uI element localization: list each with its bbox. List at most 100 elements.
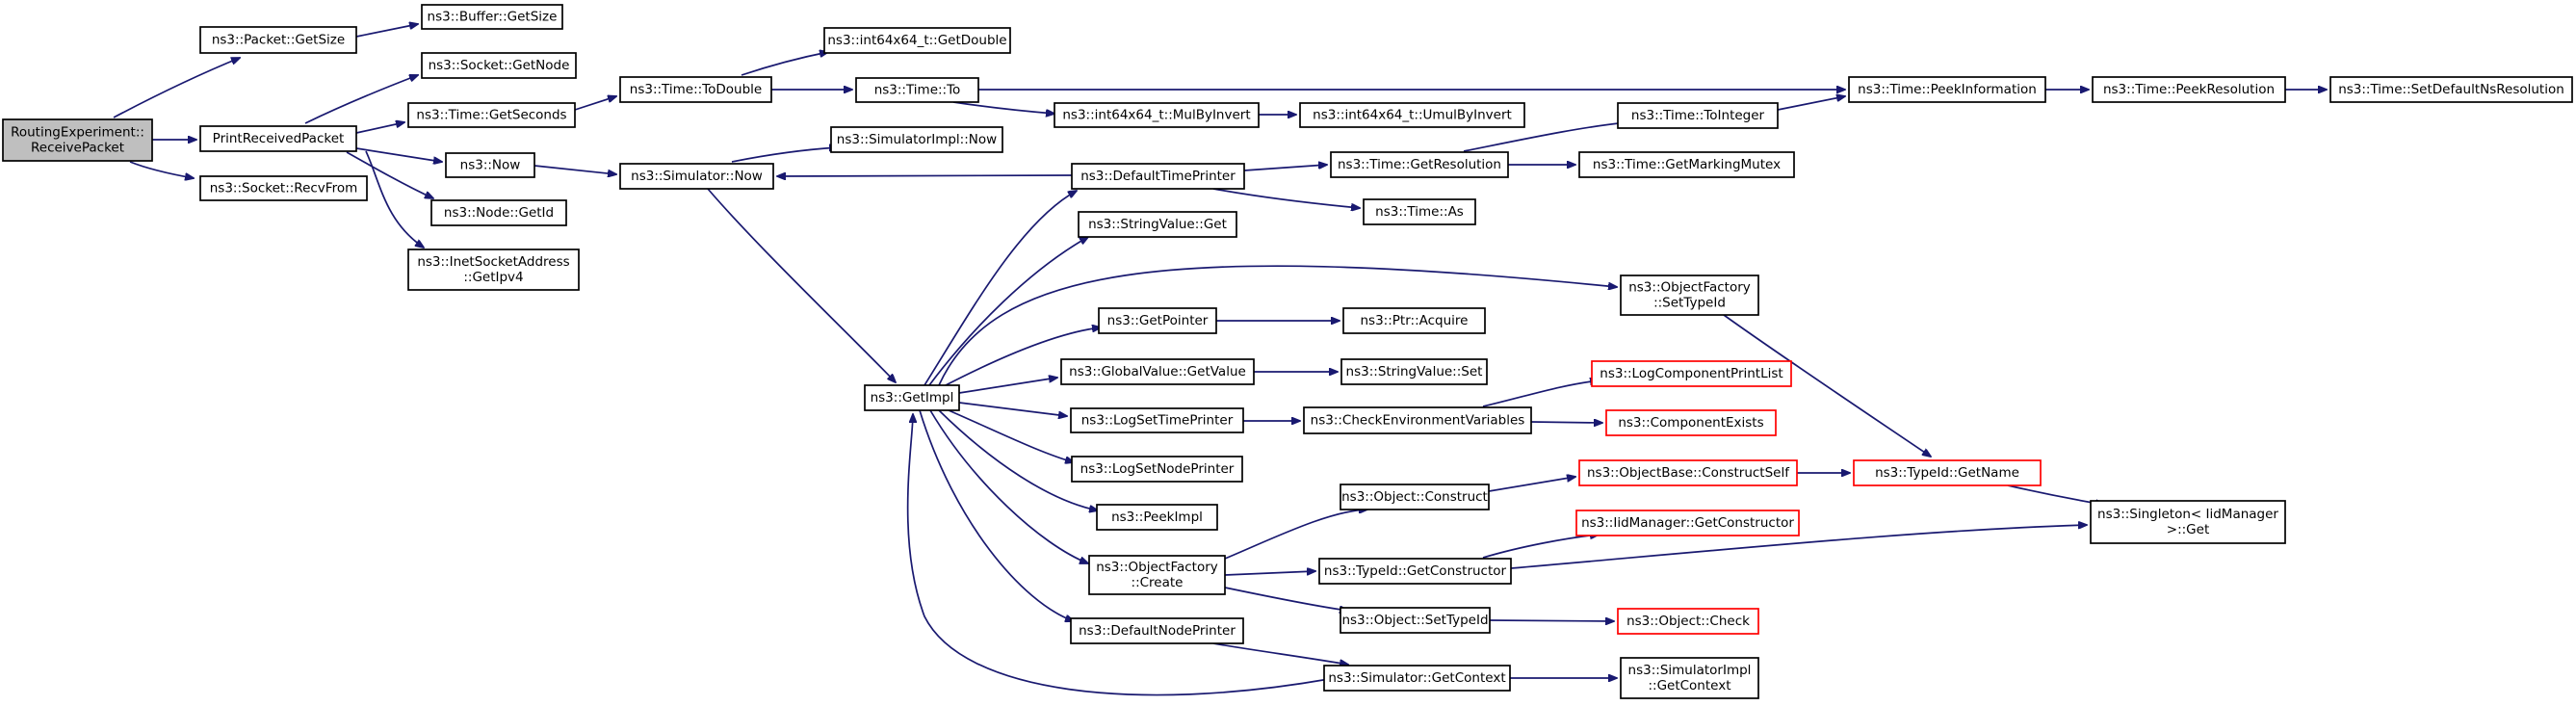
- node-label: ns3::SimulatorImpl: [1628, 663, 1752, 678]
- edge-object_construct-to-objectbase_constructself: [1488, 477, 1575, 492]
- node-label: ns3::Time::GetSeconds: [416, 108, 566, 123]
- node-peekresolution[interactable]: ns3::Time::PeekResolution: [2092, 76, 2286, 103]
- node-umulbyinvert[interactable]: ns3::int64x64_t::UmulByInvert: [1299, 102, 1525, 128]
- edge-line: [574, 96, 616, 111]
- edge-getimpl-to-globalvalue_getvalue: [958, 378, 1057, 394]
- nodes: RoutingExperiment::ReceivePacket ns3::Pac…: [2, 4, 2573, 699]
- node-ptr-acquire[interactable]: ns3::Ptr::Acquire: [1342, 307, 1486, 334]
- edge-typeid_getname-to-singleton_get: [2007, 484, 2104, 505]
- node-simimpl-getcontext[interactable]: ns3::SimulatorImpl::GetContext: [1620, 657, 1759, 699]
- node-setdefaultnsres[interactable]: ns3::Time::SetDefaultNsResolution: [2329, 76, 2573, 103]
- edge-line: [906, 414, 1330, 696]
- node-box: [2, 118, 153, 162]
- edge-getimpl-to-stringvalue_get: [928, 237, 1088, 386]
- node-object-construct[interactable]: ns3::Object::Construct: [1340, 484, 1490, 510]
- node-getpointer[interactable]: ns3::GetPointer: [1098, 307, 1217, 334]
- edge-line: [952, 101, 1054, 114]
- node-time-as[interactable]: ns3::Time::As: [1363, 198, 1476, 225]
- node-time-getresolution[interactable]: ns3::Time::GetResolution: [1330, 151, 1509, 178]
- node-box: [407, 248, 580, 291]
- node-int64-getdouble[interactable]: ns3::int64x64_t::GetDouble: [823, 27, 1011, 54]
- node-iidmanager-getconstructor[interactable]: ns3::IidManager::GetConstructor: [1575, 510, 1800, 536]
- node-object-settypeid[interactable]: ns3::Object::SetTypeId: [1340, 607, 1491, 634]
- edge-printrecv-to-time_getseconds: [355, 122, 404, 134]
- node-box: [1853, 459, 2042, 486]
- node-sock-getnode[interactable]: ns3::Socket::GetNode: [421, 52, 577, 79]
- node-getimpl[interactable]: ns3::GetImpl: [864, 384, 960, 411]
- node-box: [1605, 409, 1777, 436]
- node-label: ns3::CheckEnvironmentVariables: [1311, 413, 1525, 429]
- node-label: ns3::Time::GetResolution: [1338, 157, 1501, 172]
- node-sim-now[interactable]: ns3::Simulator::Now: [619, 163, 774, 190]
- node-label: PrintReceivedPacket: [213, 131, 345, 146]
- edge-time_getresolution-to-time_tointeger: [1463, 122, 1627, 152]
- node-box: [1617, 102, 1779, 129]
- node-objfactory-create[interactable]: ns3::ObjectFactory::Create: [1088, 555, 1226, 595]
- node-object-check[interactable]: ns3::Object::Check: [1617, 608, 1759, 635]
- node-label: ns3::Time::To: [874, 83, 961, 98]
- node-mulbyinvert[interactable]: ns3::int64x64_t::MulByInvert: [1054, 102, 1260, 128]
- node-stringvalue-get[interactable]: ns3::StringValue::Get: [1078, 211, 1237, 238]
- node-pkt-getsize[interactable]: ns3::Packet::GetSize: [199, 26, 357, 54]
- node-label: ns3::Time::ToInteger: [1631, 108, 1765, 123]
- edge-line: [355, 24, 418, 38]
- node-label: ns3::Simulator::GetContext: [1328, 670, 1505, 686]
- edge-line: [1777, 96, 1845, 111]
- node-logsettimeprinter[interactable]: ns3::LogSetTimePrinter: [1070, 407, 1244, 433]
- node-box: [1323, 665, 1511, 692]
- node-label: ns3::ObjectFactory: [1096, 560, 1218, 575]
- node-label: ns3::int64x64_t::UmulByInvert: [1313, 108, 1512, 123]
- edge-line: [938, 265, 1617, 386]
- edge-line: [129, 161, 194, 178]
- node-inet-getipv4[interactable]: ns3::InetSocketAddress::GetIpv4: [407, 248, 580, 291]
- node-time-tointeger[interactable]: ns3::Time::ToInteger: [1617, 102, 1779, 129]
- node-box: [2090, 500, 2286, 544]
- edge-getimpl-to-logsettimeprinter: [958, 402, 1067, 416]
- node-box: [1620, 275, 1759, 316]
- node-now[interactable]: ns3::Now: [445, 152, 535, 178]
- node-time-to[interactable]: ns3::Time::To: [855, 77, 979, 103]
- edge-line: [1224, 587, 1348, 611]
- node-simimpl-now[interactable]: ns3::SimulatorImpl::Now: [830, 126, 1003, 153]
- edge-line: [355, 147, 442, 162]
- node-typeid-getconstructor[interactable]: ns3::TypeId::GetConstructor: [1318, 558, 1512, 585]
- node-box: [1299, 102, 1525, 128]
- node-box: [1318, 558, 1512, 585]
- node-buf-getsize[interactable]: ns3::Buffer::GetSize: [421, 4, 563, 30]
- node-logsetnodeprinter[interactable]: ns3::LogSetNodePrinter: [1071, 456, 1243, 483]
- node-singleton-get[interactable]: ns3::Singleton< IidManager>::Get: [2090, 500, 2286, 544]
- node-box: [2092, 76, 2286, 103]
- node-logcomponentprintlist[interactable]: ns3::LogComponentPrintList: [1591, 360, 1792, 387]
- node-label: ns3::int64x64_t::MulByInvert: [1062, 108, 1250, 123]
- node-label: ns3::StringValue::Get: [1088, 217, 1227, 232]
- node-sock-recvfrom[interactable]: ns3::Socket::RecvFrom: [199, 175, 368, 201]
- node-sim-getcontext[interactable]: ns3::Simulator::GetContext: [1323, 665, 1511, 692]
- node-checkenvvars[interactable]: ns3::CheckEnvironmentVariables: [1303, 406, 1532, 434]
- node-time-todouble[interactable]: ns3::Time::ToDouble: [619, 76, 772, 103]
- node-node-getid[interactable]: ns3::Node::GetId: [430, 199, 567, 226]
- node-defaultnodeprinter[interactable]: ns3::DefaultNodePrinter: [1070, 617, 1244, 644]
- node-box: [1340, 607, 1491, 634]
- node-stringvalue-set[interactable]: ns3::StringValue::Set: [1340, 358, 1488, 385]
- node-defaulttimeprinter[interactable]: ns3::DefaultTimePrinter: [1071, 163, 1245, 190]
- node-label: ns3::Object::Check: [1626, 614, 1750, 629]
- node-objfactory-settypeid[interactable]: ns3::ObjectFactory::SetTypeId: [1620, 275, 1759, 316]
- node-box: [421, 52, 577, 79]
- edge-getimpl-to-defaulttimeprinter: [924, 191, 1077, 386]
- node-globalvalue-getvalue[interactable]: ns3::GlobalValue::GetValue: [1060, 358, 1255, 385]
- edge-line: [113, 58, 240, 118]
- node-peekinformation[interactable]: ns3::Time::PeekInformation: [1848, 76, 2046, 103]
- node-componentexists[interactable]: ns3::ComponentExists: [1605, 409, 1777, 436]
- node-printrecv[interactable]: PrintReceivedPacket: [199, 125, 357, 152]
- edge-time_tointeger-to-peekinformation: [1777, 96, 1845, 111]
- node-label: ns3::Time::ToDouble: [630, 82, 762, 97]
- node-peekimpl[interactable]: ns3::PeekImpl: [1096, 504, 1218, 531]
- node-time-getmarkingmutex[interactable]: ns3::Time::GetMarkingMutex: [1578, 151, 1795, 178]
- node-typeid-getname[interactable]: ns3::TypeId::GetName: [1853, 459, 2042, 486]
- edge-checkenvvars-to-logcomponentprintlist: [1482, 380, 1599, 407]
- node-time-getseconds[interactable]: ns3::Time::GetSeconds: [407, 102, 576, 128]
- node-root[interactable]: RoutingExperiment::ReceivePacket: [2, 118, 153, 162]
- node-label: ns3::LogSetTimePrinter: [1081, 413, 1234, 429]
- edge-printrecv-to-sock_getnode: [304, 75, 418, 124]
- node-objectbase-constructself[interactable]: ns3::ObjectBase::ConstructSelf: [1578, 459, 1798, 486]
